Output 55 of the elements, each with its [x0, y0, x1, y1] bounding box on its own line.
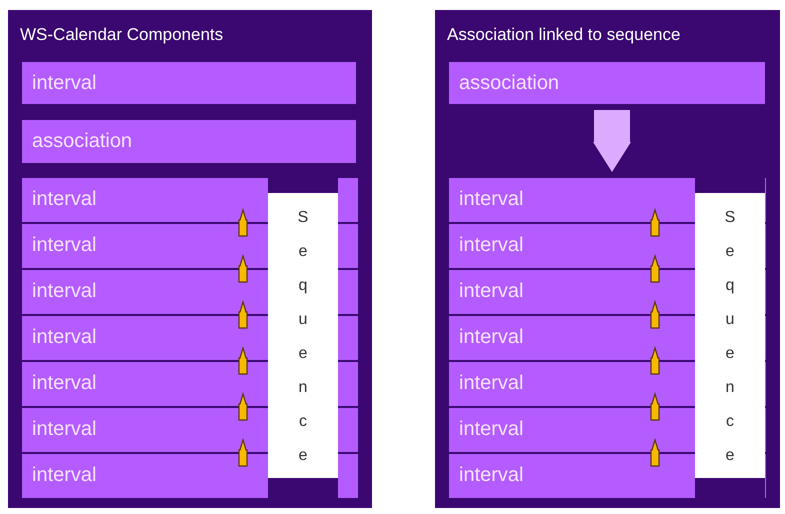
component-bar — [449, 362, 695, 406]
component-bar — [449, 62, 765, 104]
arrow — [238, 254, 248, 283]
arrow — [593, 110, 631, 172]
component-label: interval — [459, 280, 524, 302]
component-label: association — [459, 72, 560, 94]
component-bar — [22, 270, 268, 314]
component-bar — [22, 454, 268, 498]
component-bar — [449, 408, 695, 452]
component-label: interval — [32, 188, 96, 210]
component-label: interval — [32, 72, 96, 94]
arrow — [650, 346, 660, 375]
component-label: interval — [459, 188, 524, 210]
component-bar — [22, 120, 356, 163]
component-bar — [22, 62, 356, 104]
component-label: interval — [32, 326, 96, 348]
arrow — [650, 438, 660, 467]
component-label: interval — [32, 372, 96, 394]
component-label: interval — [459, 326, 524, 348]
component-label: interval — [459, 464, 524, 486]
component-bar — [22, 362, 268, 406]
component-bar — [449, 454, 695, 498]
panel — [8, 10, 372, 508]
component-label: interval — [32, 418, 96, 440]
component-label: interval — [32, 234, 96, 256]
arrow — [238, 300, 248, 329]
component-label: interval — [459, 234, 524, 256]
arrow — [650, 392, 660, 421]
sequence-box — [268, 193, 338, 478]
component-bar — [22, 224, 268, 268]
sequence-box — [695, 193, 765, 478]
panel-title: Association linked to sequence — [447, 24, 680, 46]
component-bar — [449, 178, 695, 222]
component-label: interval — [459, 418, 524, 440]
component-label: interval — [32, 464, 96, 486]
arrow — [238, 346, 248, 375]
component-bar — [22, 408, 268, 452]
component-bar — [22, 178, 268, 222]
component-bar — [449, 224, 695, 268]
component-label: interval — [32, 280, 96, 302]
component-label: interval — [459, 372, 524, 394]
sequence-label: Sequence — [296, 208, 310, 466]
panel-title: WS-Calendar Components — [20, 24, 224, 46]
arrow — [238, 208, 248, 237]
arrow — [650, 208, 660, 237]
component-bar — [449, 316, 695, 360]
arrow — [238, 392, 248, 421]
component-bar — [449, 270, 695, 314]
component-bar — [22, 316, 268, 360]
sequence-label: Sequence — [724, 208, 736, 466]
component-label: association — [32, 130, 132, 152]
arrow — [650, 300, 660, 329]
arrow — [238, 438, 248, 467]
panel — [435, 10, 780, 508]
arrow — [650, 254, 660, 283]
